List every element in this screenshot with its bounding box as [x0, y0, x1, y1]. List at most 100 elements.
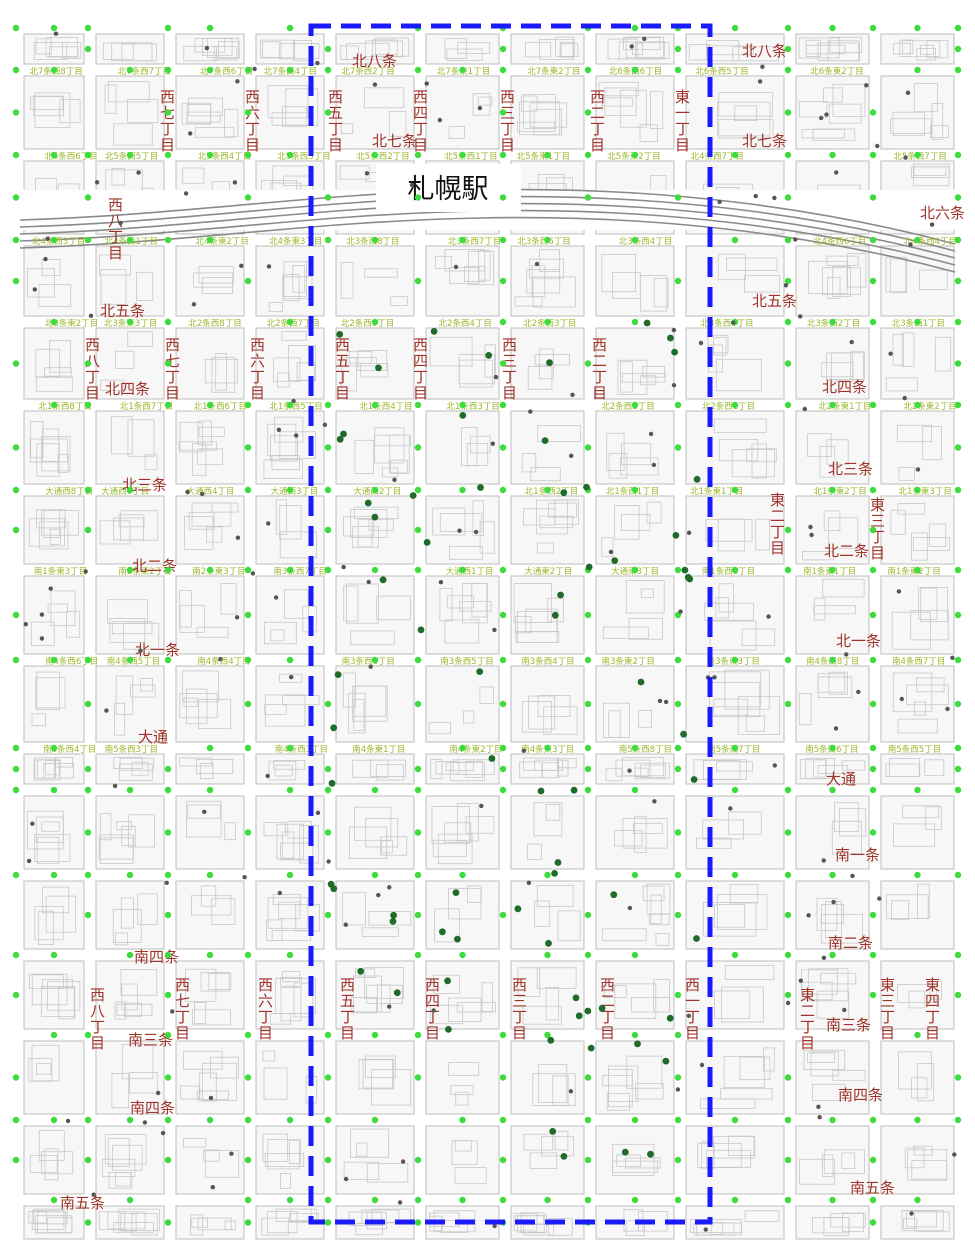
observation-marker[interactable]	[631, 951, 639, 959]
observation-marker[interactable]	[126, 236, 134, 244]
observation-marker[interactable]	[674, 871, 682, 879]
observation-marker[interactable]	[371, 401, 379, 409]
observation-marker[interactable]	[164, 991, 172, 999]
observation-marker[interactable]	[164, 951, 172, 959]
observation-marker[interactable]	[244, 66, 252, 74]
observation-marker[interactable]	[126, 1116, 134, 1124]
observation-marker[interactable]	[869, 236, 877, 244]
observation-marker[interactable]	[164, 151, 172, 159]
dense-marker[interactable]	[575, 1012, 583, 1020]
observation-marker[interactable]	[459, 951, 466, 959]
observation-marker[interactable]	[414, 951, 422, 959]
observation-marker[interactable]	[50, 66, 58, 74]
observation-marker[interactable]	[784, 526, 792, 534]
observation-marker[interactable]	[584, 786, 592, 794]
dense-marker[interactable]	[430, 328, 438, 335]
observation-marker[interactable]	[784, 194, 792, 201]
observation-marker[interactable]	[244, 656, 252, 664]
dense-marker[interactable]	[485, 352, 493, 359]
observation-marker[interactable]	[371, 486, 379, 494]
observation-marker[interactable]	[784, 871, 792, 879]
observation-marker[interactable]	[414, 911, 422, 919]
dense-marker[interactable]	[587, 1044, 595, 1052]
observation-marker[interactable]	[584, 744, 592, 752]
observation-marker[interactable]	[954, 744, 962, 752]
observation-marker[interactable]	[324, 401, 332, 409]
observation-marker[interactable]	[324, 109, 332, 116]
observation-marker[interactable]	[631, 401, 639, 409]
observation-marker[interactable]	[914, 151, 921, 159]
observation-marker[interactable]	[126, 151, 134, 159]
observation-marker[interactable]	[584, 700, 592, 708]
observation-marker[interactable]	[631, 24, 639, 32]
observation-marker[interactable]	[244, 951, 252, 959]
observation-marker[interactable]	[954, 786, 962, 794]
dense-marker[interactable]	[637, 678, 645, 686]
observation-marker[interactable]	[829, 1196, 836, 1204]
observation-marker[interactable]	[414, 871, 422, 879]
observation-marker[interactable]	[829, 401, 836, 409]
observation-marker[interactable]	[499, 194, 507, 201]
observation-marker[interactable]	[674, 566, 682, 574]
observation-marker[interactable]	[784, 656, 792, 664]
observation-marker[interactable]	[12, 24, 20, 32]
observation-marker[interactable]	[954, 236, 962, 244]
observation-marker[interactable]	[126, 871, 134, 879]
observation-marker[interactable]	[371, 566, 379, 574]
observation-marker[interactable]	[286, 151, 294, 159]
observation-marker[interactable]	[164, 1074, 172, 1081]
dense-marker[interactable]	[328, 779, 336, 787]
observation-marker[interactable]	[869, 526, 877, 534]
observation-marker[interactable]	[164, 566, 172, 574]
observation-marker[interactable]	[674, 765, 682, 773]
observation-marker[interactable]	[324, 829, 332, 836]
observation-marker[interactable]	[631, 151, 639, 159]
observation-marker[interactable]	[499, 765, 507, 773]
observation-marker[interactable]	[12, 991, 20, 999]
observation-marker[interactable]	[12, 871, 20, 879]
observation-marker[interactable]	[50, 1116, 58, 1124]
observation-marker[interactable]	[12, 66, 20, 74]
observation-marker[interactable]	[674, 1031, 682, 1039]
observation-marker[interactable]	[50, 1196, 58, 1204]
observation-marker[interactable]	[914, 871, 921, 879]
observation-marker[interactable]	[784, 318, 792, 326]
dense-marker[interactable]	[546, 359, 553, 367]
observation-marker[interactable]	[631, 1116, 639, 1124]
observation-marker[interactable]	[414, 66, 422, 74]
observation-marker[interactable]	[784, 24, 792, 32]
observation-marker[interactable]	[414, 1074, 422, 1081]
dense-marker[interactable]	[375, 364, 382, 372]
observation-marker[interactable]	[544, 486, 551, 494]
observation-marker[interactable]	[206, 566, 214, 574]
observation-marker[interactable]	[869, 1196, 877, 1204]
dense-marker[interactable]	[454, 935, 461, 943]
observation-marker[interactable]	[414, 786, 422, 794]
observation-marker[interactable]	[371, 1196, 379, 1204]
observation-marker[interactable]	[50, 24, 58, 32]
dense-marker[interactable]	[647, 1150, 654, 1158]
observation-marker[interactable]	[414, 151, 422, 159]
dense-marker[interactable]	[693, 935, 700, 942]
observation-marker[interactable]	[414, 526, 422, 534]
observation-marker[interactable]	[324, 236, 332, 244]
observation-marker[interactable]	[50, 318, 58, 326]
dense-marker[interactable]	[364, 499, 372, 507]
observation-marker[interactable]	[459, 66, 466, 74]
dense-marker[interactable]	[390, 911, 397, 919]
observation-marker[interactable]	[784, 277, 792, 285]
observation-marker[interactable]	[869, 486, 877, 494]
observation-marker[interactable]	[954, 194, 962, 201]
observation-marker[interactable]	[206, 1116, 214, 1124]
observation-marker[interactable]	[784, 566, 792, 574]
observation-marker[interactable]	[12, 765, 20, 773]
observation-marker[interactable]	[206, 744, 214, 752]
observation-marker[interactable]	[84, 871, 92, 879]
observation-marker[interactable]	[829, 318, 836, 326]
observation-marker[interactable]	[459, 151, 466, 159]
observation-marker[interactable]	[499, 45, 507, 53]
observation-marker[interactable]	[459, 1116, 466, 1124]
observation-marker[interactable]	[584, 656, 592, 664]
observation-marker[interactable]	[164, 236, 172, 244]
